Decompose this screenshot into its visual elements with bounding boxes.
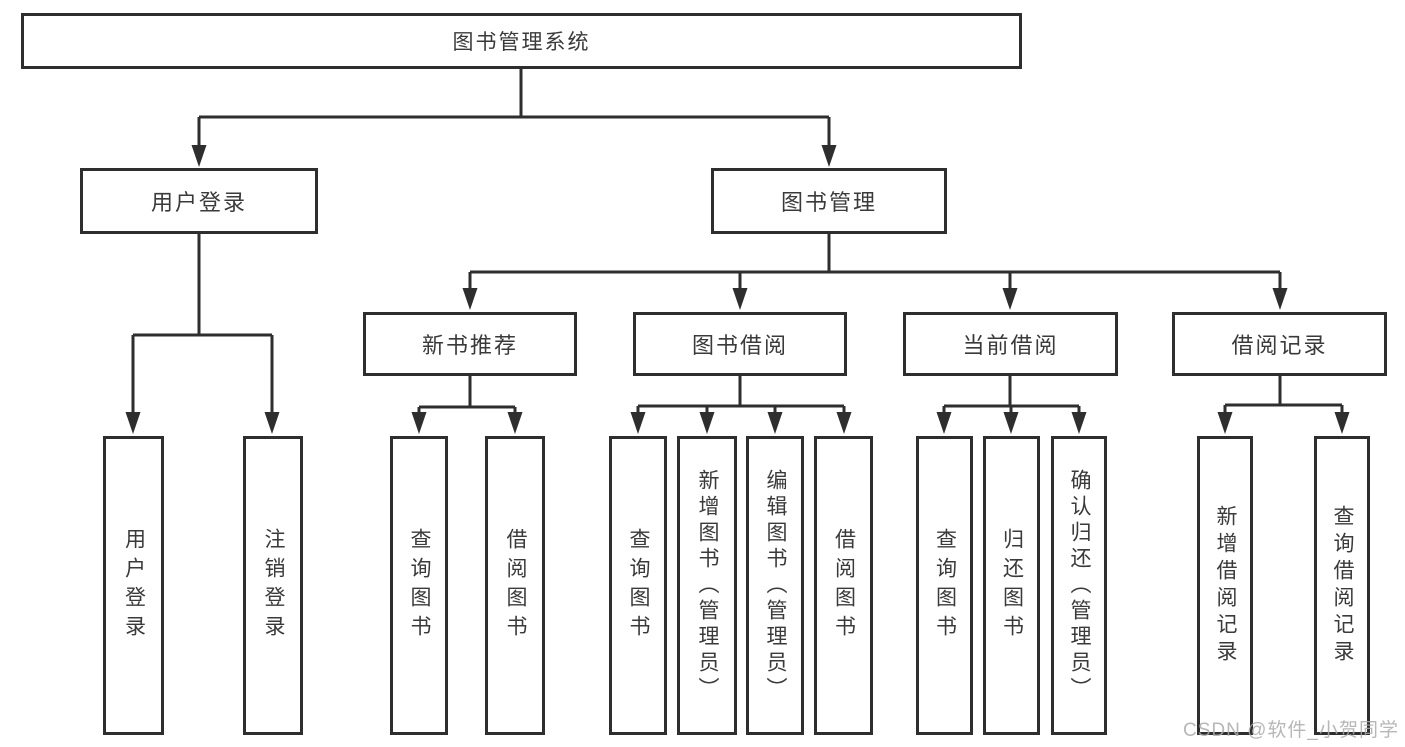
connector-currentborrow-to-leaves — [942, 376, 1081, 416]
node-leaf-add-books-admin: 新增图书（管理员） — [677, 436, 737, 735]
arrowhead — [507, 412, 523, 434]
connector-newbooks-to-leaves — [417, 376, 517, 416]
arrowhead — [821, 145, 837, 167]
arrowhead — [125, 412, 141, 434]
node-leaf-edit-books-admin: 编辑图书（管理员） — [746, 436, 804, 735]
connector-bookborrow-to-leaves — [636, 376, 846, 416]
arrowhead — [1003, 412, 1019, 434]
node-book-management: 图书管理 — [711, 168, 947, 234]
connector-borrowrecords-to-leaves — [1223, 376, 1344, 416]
arrowhead — [1334, 412, 1350, 434]
arrowhead — [767, 412, 783, 434]
arrowhead — [1002, 288, 1018, 310]
arrowhead — [411, 412, 427, 434]
arrowhead — [836, 412, 852, 434]
node-leaf-borrow-books-2: 借阅图书 — [814, 436, 873, 735]
connector-bookmgmt-to-level3 — [468, 234, 1282, 292]
node-leaf-query-books-1: 查询图书 — [390, 436, 448, 735]
arrowhead — [462, 288, 478, 310]
arrowhead — [1272, 288, 1288, 310]
node-library-management-system: 图书管理系统 — [21, 13, 1022, 69]
arrowhead — [630, 412, 646, 434]
node-leaf-confirm-return-admin: 确认归还（管理员） — [1051, 436, 1107, 735]
node-leaf-return-books: 归还图书 — [983, 436, 1040, 735]
csdn-watermark: CSDN @软件_小贺同学 — [1183, 720, 1399, 741]
arrowhead — [699, 412, 715, 434]
node-leaf-borrow-books-1: 借阅图书 — [485, 436, 545, 735]
node-current-borrowing: 当前借阅 — [903, 312, 1118, 376]
node-book-borrowing: 图书借阅 — [633, 312, 847, 376]
node-leaf-query-books-3: 查询图书 — [916, 436, 973, 735]
node-user-login: 用户登录 — [80, 168, 318, 234]
arrowhead — [264, 412, 280, 434]
arrowhead — [732, 288, 748, 310]
arrowhead — [1217, 412, 1233, 434]
node-new-book-recommend: 新书推荐 — [363, 312, 577, 376]
node-leaf-add-borrow-record: 新增借阅记录 — [1197, 436, 1253, 735]
connector-userlogin-to-leaves — [131, 234, 274, 416]
arrowhead — [191, 145, 207, 167]
arrowhead — [936, 412, 952, 434]
node-leaf-user-login: 用户登录 — [103, 436, 164, 735]
connector-root-to-level2 — [197, 69, 831, 148]
node-leaf-query-books-2: 查询图书 — [609, 436, 667, 735]
arrowhead — [1071, 412, 1087, 434]
node-leaf-logout: 注销登录 — [243, 436, 303, 735]
node-borrowing-records: 借阅记录 — [1172, 312, 1387, 376]
node-leaf-query-borrow-record: 查询借阅记录 — [1314, 436, 1370, 735]
